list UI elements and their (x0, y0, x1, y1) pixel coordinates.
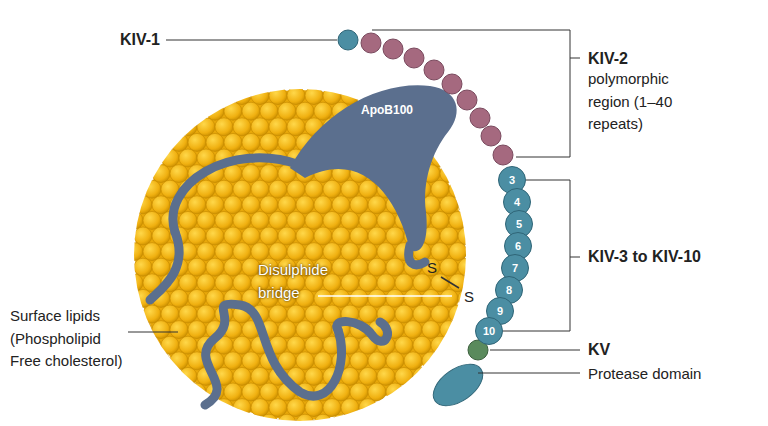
part-name: KV (588, 338, 610, 362)
part-name: KIV-1 (120, 28, 160, 52)
sulfur-atom: S (427, 257, 437, 280)
kiv2-kringles (361, 33, 513, 165)
protease-domain (426, 356, 490, 414)
leader-line (318, 295, 452, 297)
disulphide-bond (441, 277, 459, 288)
protein-name: ApoB100 (361, 101, 413, 119)
apob100-domain (290, 85, 457, 251)
part-name: KIV-2 (588, 47, 628, 71)
part-name: KIV-3 to KIV-10 (588, 245, 701, 269)
bond-label: Disulphide bridge (258, 259, 358, 304)
part-name: Surface lipids (Phospholipid Free choles… (10, 305, 128, 373)
kiv1-kringle (338, 30, 358, 50)
apob100-ribbon (150, 158, 425, 405)
kringle-circle: 10 (475, 317, 503, 345)
part-name: Protease domain (588, 363, 701, 386)
kringle-number: 10 (475, 317, 503, 345)
brackets (128, 30, 580, 373)
sulfur-atom: S (464, 286, 474, 309)
part-description: polymorphic region (1–40 repeats) (588, 68, 708, 136)
